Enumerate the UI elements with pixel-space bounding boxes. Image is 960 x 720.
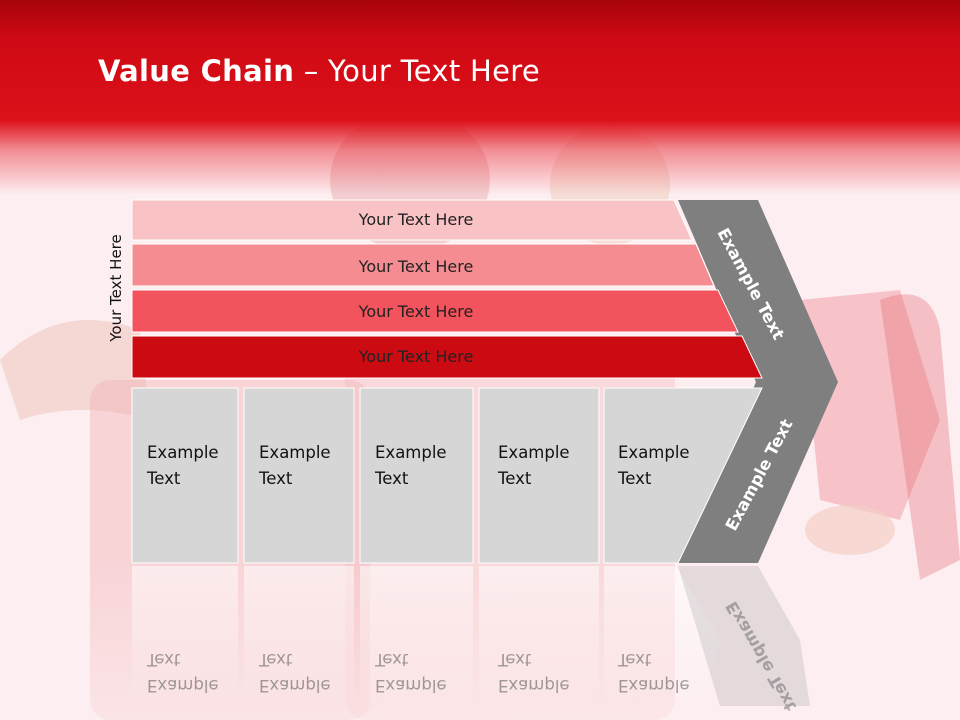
box-1: [131, 387, 239, 564]
box-1-line1: Example: [147, 443, 219, 462]
bar-2: [131, 243, 715, 287]
reflected-text-4: Example: [498, 676, 570, 695]
bar-1: [131, 199, 693, 241]
bar-4: [131, 335, 763, 379]
bar-3: [131, 289, 739, 333]
box-row: Example Text Example Text Example Text E…: [131, 387, 763, 564]
reflection: Example Text Example Text Example Text E…: [132, 566, 810, 714]
reflected-text-5b: Text: [617, 650, 652, 669]
box-2-line2: Text: [258, 469, 293, 488]
reflected-text-3: Example: [375, 676, 447, 695]
box-1-line2: Text: [146, 469, 181, 488]
box-3-line1: Example: [375, 443, 447, 462]
box-5: [603, 387, 763, 564]
header-band: [0, 0, 960, 200]
title-bold: Value Chain: [98, 54, 295, 88]
box-5-line1: Example: [618, 443, 690, 462]
reflected-text-3b: Text: [374, 650, 409, 669]
bar-1-label: Your Text Here: [358, 210, 474, 229]
title-rest: – Your Text Here: [294, 54, 540, 88]
reflected-text-1: Example: [147, 676, 219, 695]
bar-3-label: Your Text Here: [358, 302, 474, 321]
box-4: [478, 387, 600, 564]
box-3-line2: Text: [374, 469, 409, 488]
bar-2-label: Your Text Here: [358, 257, 474, 276]
slide-title: Value Chain – Your Text Here: [98, 54, 540, 88]
reflected-text-4b: Text: [497, 650, 532, 669]
box-4-line2: Text: [497, 469, 532, 488]
reflected-text-2: Example: [259, 676, 331, 695]
box-3: [359, 387, 474, 564]
reflected-text-1b: Text: [146, 650, 181, 669]
box-2-line1: Example: [259, 443, 331, 462]
box-5-line2: Text: [617, 469, 652, 488]
bar-stack: Your Text Here Your Text Here Your Text …: [131, 199, 763, 379]
box-2: [243, 387, 355, 564]
reflected-text-5: Example: [618, 676, 690, 695]
reflected-text-2b: Text: [258, 650, 293, 669]
box-4-line1: Example: [498, 443, 570, 462]
bar-4-label: Your Text Here: [358, 347, 474, 366]
